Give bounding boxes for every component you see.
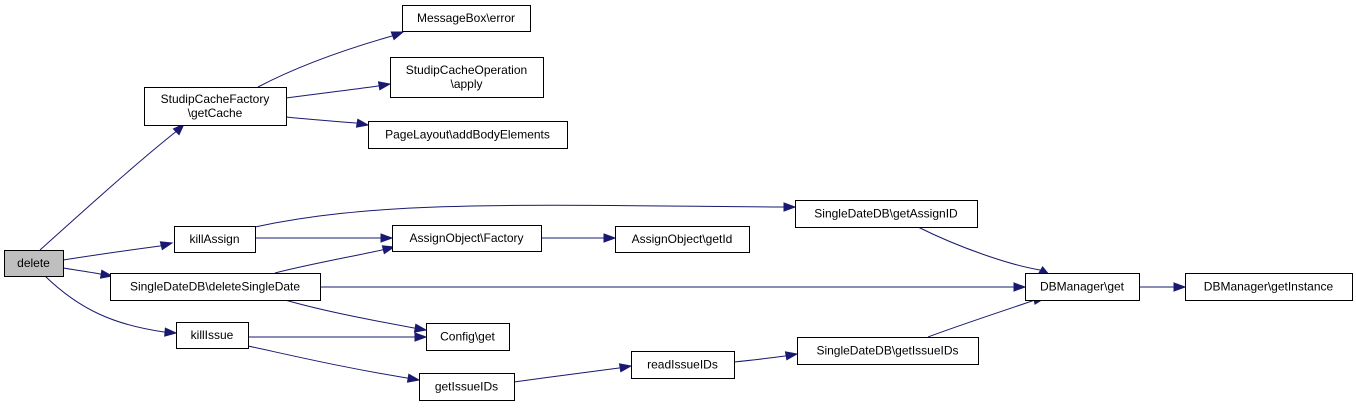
node-dbinst[interactable]: DBManager\getInstance — [1185, 273, 1353, 301]
node-box-cacheop[interactable] — [390, 57, 544, 98]
edge-cache-to-msgbox — [257, 35, 393, 88]
node-label-cacheop: StudipCacheOperation — [406, 63, 527, 77]
arrowhead-delete-to-deletesingle — [99, 269, 114, 279]
edge-delete-to-killissue — [44, 275, 165, 333]
node-label-cache: StudipCacheFactory — [161, 92, 270, 106]
arrowhead-getissueids-to-readissueids — [618, 363, 633, 373]
node-label-dbinst: DBManager\getInstance — [1204, 280, 1334, 294]
node-killissue[interactable]: killIssue — [176, 322, 249, 349]
edge-cache-to-pagelayout — [285, 116, 357, 124]
edge-delete-to-deletesingle — [62, 267, 101, 275]
edge-delete-to-killassign — [62, 245, 161, 261]
node-box-killissue[interactable] — [176, 322, 249, 349]
arrowhead-killissue-to-configget — [414, 332, 428, 342]
arrowhead-killassign-to-assignfactory — [380, 233, 394, 243]
arrowhead-dbget-to-dbinst — [1173, 282, 1187, 292]
node-box-configget[interactable] — [426, 323, 510, 351]
arrowhead-delete-to-killissue — [164, 327, 178, 337]
node-pagelayout[interactable]: PageLayout\addBodyElements — [368, 121, 568, 149]
node-box-delete[interactable] — [4, 250, 64, 277]
arrowhead-cache-to-pagelayout — [355, 118, 370, 128]
arrowhead-deletesingle-to-dbget — [1013, 282, 1027, 292]
node-box-dbinst[interactable] — [1185, 273, 1353, 301]
node-label-cacheop: \apply — [450, 77, 482, 91]
node-dbget[interactable]: DBManager\get — [1025, 273, 1140, 301]
node-readissueids[interactable]: readIssueIDs — [631, 351, 735, 379]
node-box-assigngetid[interactable] — [615, 226, 750, 253]
arrowhead-assignfactory-to-assigngetid — [603, 233, 617, 243]
node-assigngetid[interactable]: AssignObject\getId — [615, 226, 750, 253]
arrowhead-delete-to-killassign — [159, 241, 174, 251]
node-cache[interactable]: StudipCacheFactory\getCache — [144, 87, 287, 126]
node-box-deletesingle[interactable] — [110, 273, 321, 301]
node-configget[interactable]: Config\get — [426, 323, 510, 351]
node-box-getissueids[interactable] — [419, 373, 515, 401]
node-box-msgbox[interactable] — [402, 5, 531, 32]
node-label-sdb_assign: SingleDateDB\getAssignID — [814, 207, 958, 221]
edge-sdb_assign-to-dbget — [917, 226, 1041, 271]
node-label-killassign: killAssign — [189, 232, 239, 246]
edge-sdb_issue-to-dbget — [927, 299, 1036, 338]
arrowhead-readissueids-to-sdb_issue — [784, 351, 799, 361]
node-label-configget: Config\get — [440, 330, 495, 344]
arrowhead-deletesingle-to-configget — [413, 323, 428, 333]
edge-delete-to-cache — [39, 129, 179, 251]
nodes: delete StudipCacheFactory\getCache Message… — [4, 5, 1353, 401]
node-box-sdb_issue[interactable] — [797, 337, 979, 365]
edge-deletesingle-to-configget — [284, 299, 415, 329]
node-box-assignfactory[interactable] — [392, 225, 542, 252]
node-box-killassign[interactable] — [174, 226, 256, 253]
node-label-readissueids: readIssueIDs — [647, 358, 718, 372]
node-label-killissue: killIssue — [191, 328, 234, 342]
edge-killissue-to-getissueids — [247, 345, 408, 379]
arrowhead-cache-to-msgbox — [390, 31, 405, 41]
node-label-msgbox: MessageBox\error — [417, 11, 515, 25]
node-label-sdb_issue: SingleDateDB\getIssueIDs — [816, 344, 958, 358]
edge-getissueids-to-readissueids — [513, 367, 620, 383]
node-box-pagelayout[interactable] — [368, 121, 568, 149]
node-label-cache: \getCache — [188, 106, 243, 120]
node-box-readissueids[interactable] — [631, 351, 735, 379]
node-deletesingle[interactable]: SingleDateDB\deleteSingleDate — [110, 273, 321, 301]
node-msgbox[interactable]: MessageBox\error — [402, 5, 531, 32]
node-label-assigngetid: AssignObject\getId — [632, 232, 733, 246]
arrowhead-killassign-to-sdb_assign — [783, 202, 797, 212]
node-label-pagelayout: PageLayout\addBodyElements — [385, 128, 550, 142]
node-label-delete: delete — [17, 256, 50, 270]
edge-deletesingle-to-assignfactory — [274, 249, 383, 274]
edges — [39, 31, 1187, 383]
node-box-cache[interactable] — [144, 87, 287, 126]
edge-tail-delete-to-cache — [175, 129, 179, 133]
node-label-deletesingle: SingleDateDB\deleteSingleDate — [130, 280, 300, 294]
node-assignfactory[interactable]: AssignObject\Factory — [392, 225, 542, 252]
node-label-getissueids: getIssueIDs — [435, 380, 498, 394]
edge-cache-to-cacheop — [285, 85, 379, 99]
edge-killassign-to-sdb_assign — [254, 204, 784, 228]
node-cacheop[interactable]: StudipCacheOperation\apply — [390, 57, 544, 98]
node-label-dbget: DBManager\get — [1040, 280, 1125, 294]
node-sdb_assign[interactable]: SingleDateDB\getAssignID — [795, 200, 978, 228]
node-label-assignfactory: AssignObject\Factory — [409, 231, 523, 245]
node-killassign[interactable]: killAssign — [174, 226, 256, 253]
arrowhead-cache-to-cacheop — [377, 81, 392, 91]
node-sdb_issue[interactable]: SingleDateDB\getIssueIDs — [797, 337, 979, 365]
arrowhead-killissue-to-getissueids — [406, 373, 421, 383]
edge-readissueids-to-sdb_issue — [733, 355, 786, 363]
node-delete[interactable]: delete — [4, 250, 64, 277]
node-box-sdb_assign[interactable] — [795, 200, 978, 228]
node-getissueids[interactable]: getIssueIDs — [419, 373, 515, 401]
node-box-dbget[interactable] — [1025, 273, 1140, 301]
